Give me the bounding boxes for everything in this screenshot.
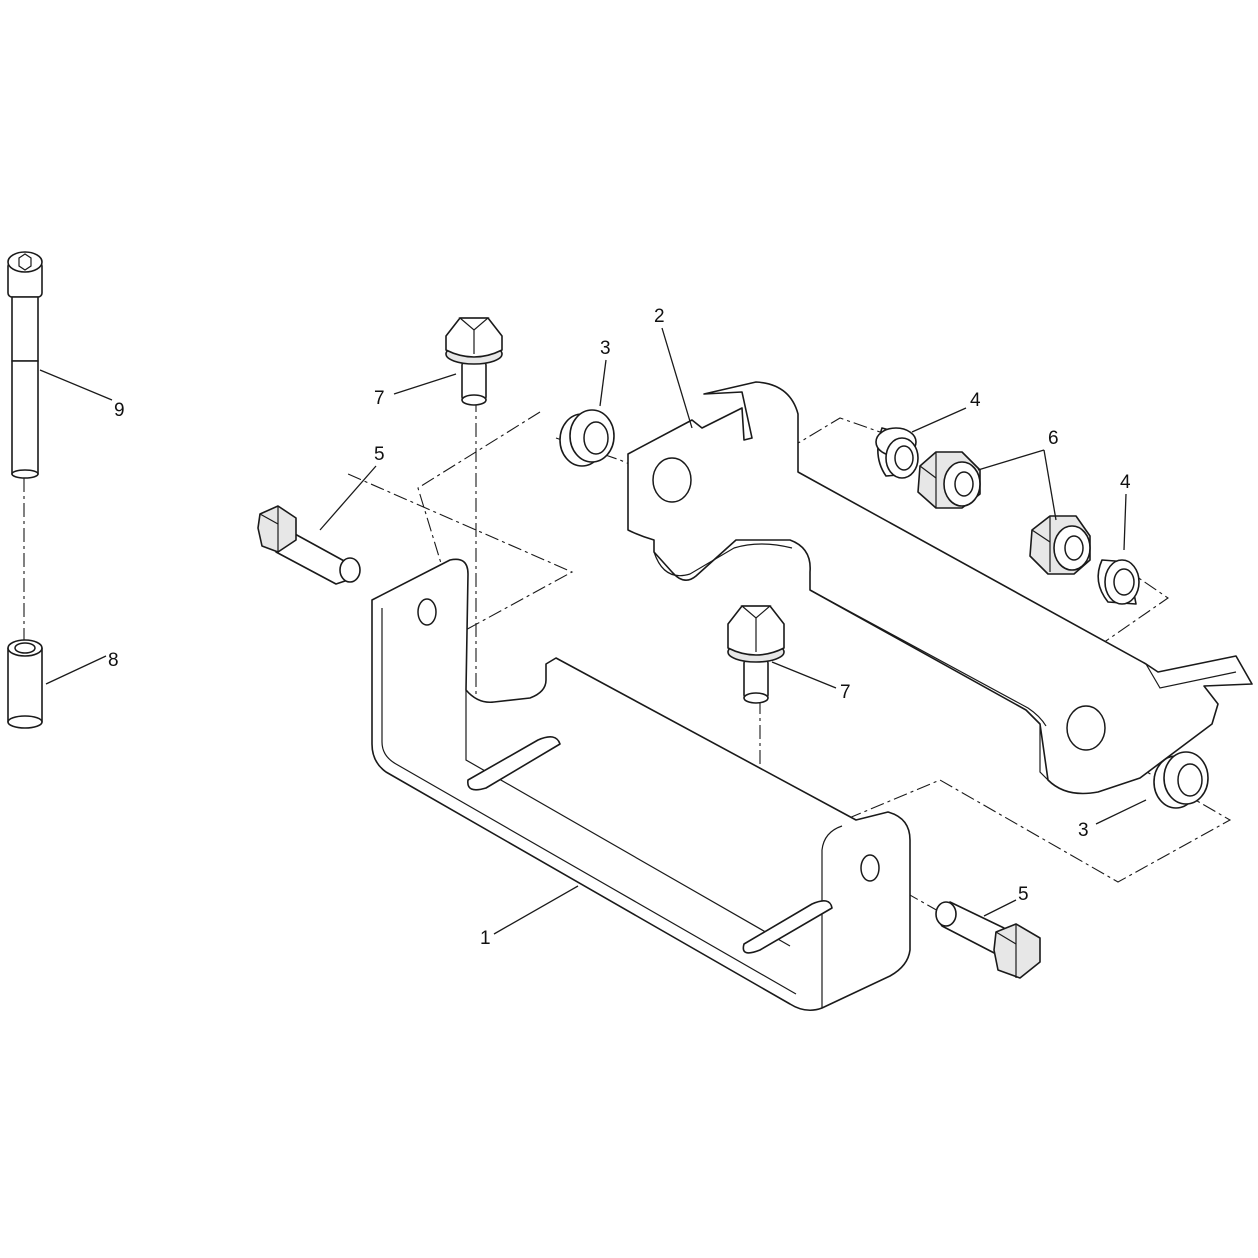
callout-4-left: 4 [970, 390, 981, 411]
hex-bolt-part-5-left [257, 505, 361, 585]
callout-6: 6 [1048, 428, 1059, 449]
callout-7-top: 7 [374, 388, 385, 409]
spacer-part-4-left [875, 427, 919, 479]
washer-part-3-bottom [1153, 751, 1209, 809]
bushing-part-8 [7, 639, 43, 729]
callout-4-right: 4 [1120, 472, 1131, 493]
bracket-part-1 [371, 558, 911, 1012]
callout-5-left: 5 [374, 444, 385, 465]
spacer-part-4-right [1097, 559, 1140, 605]
nut-part-6-lower [1029, 515, 1091, 575]
callout-5-right: 5 [1018, 884, 1029, 905]
callout-1: 1 [480, 928, 491, 949]
flange-bolt-part-7-top [445, 317, 503, 406]
callout-7-mid: 7 [840, 682, 851, 703]
plate-part-2 [627, 381, 1253, 795]
callout-9: 9 [114, 400, 125, 421]
flange-bolt-part-7-mid [727, 605, 785, 704]
callout-3-bottom: 3 [1078, 820, 1089, 841]
washer-part-3-top [559, 409, 615, 467]
cap-screw-part-9 [7, 251, 43, 479]
callout-2: 2 [654, 306, 665, 327]
hex-bolt-part-5-right [935, 901, 1041, 979]
callout-labels: 1 2 3 3 4 4 5 5 6 7 7 8 9 [108, 306, 1131, 949]
callout-3-top: 3 [600, 338, 611, 359]
callout-8: 8 [108, 650, 119, 671]
leader-lines [39, 327, 1147, 935]
nut-part-6-upper [917, 451, 981, 509]
